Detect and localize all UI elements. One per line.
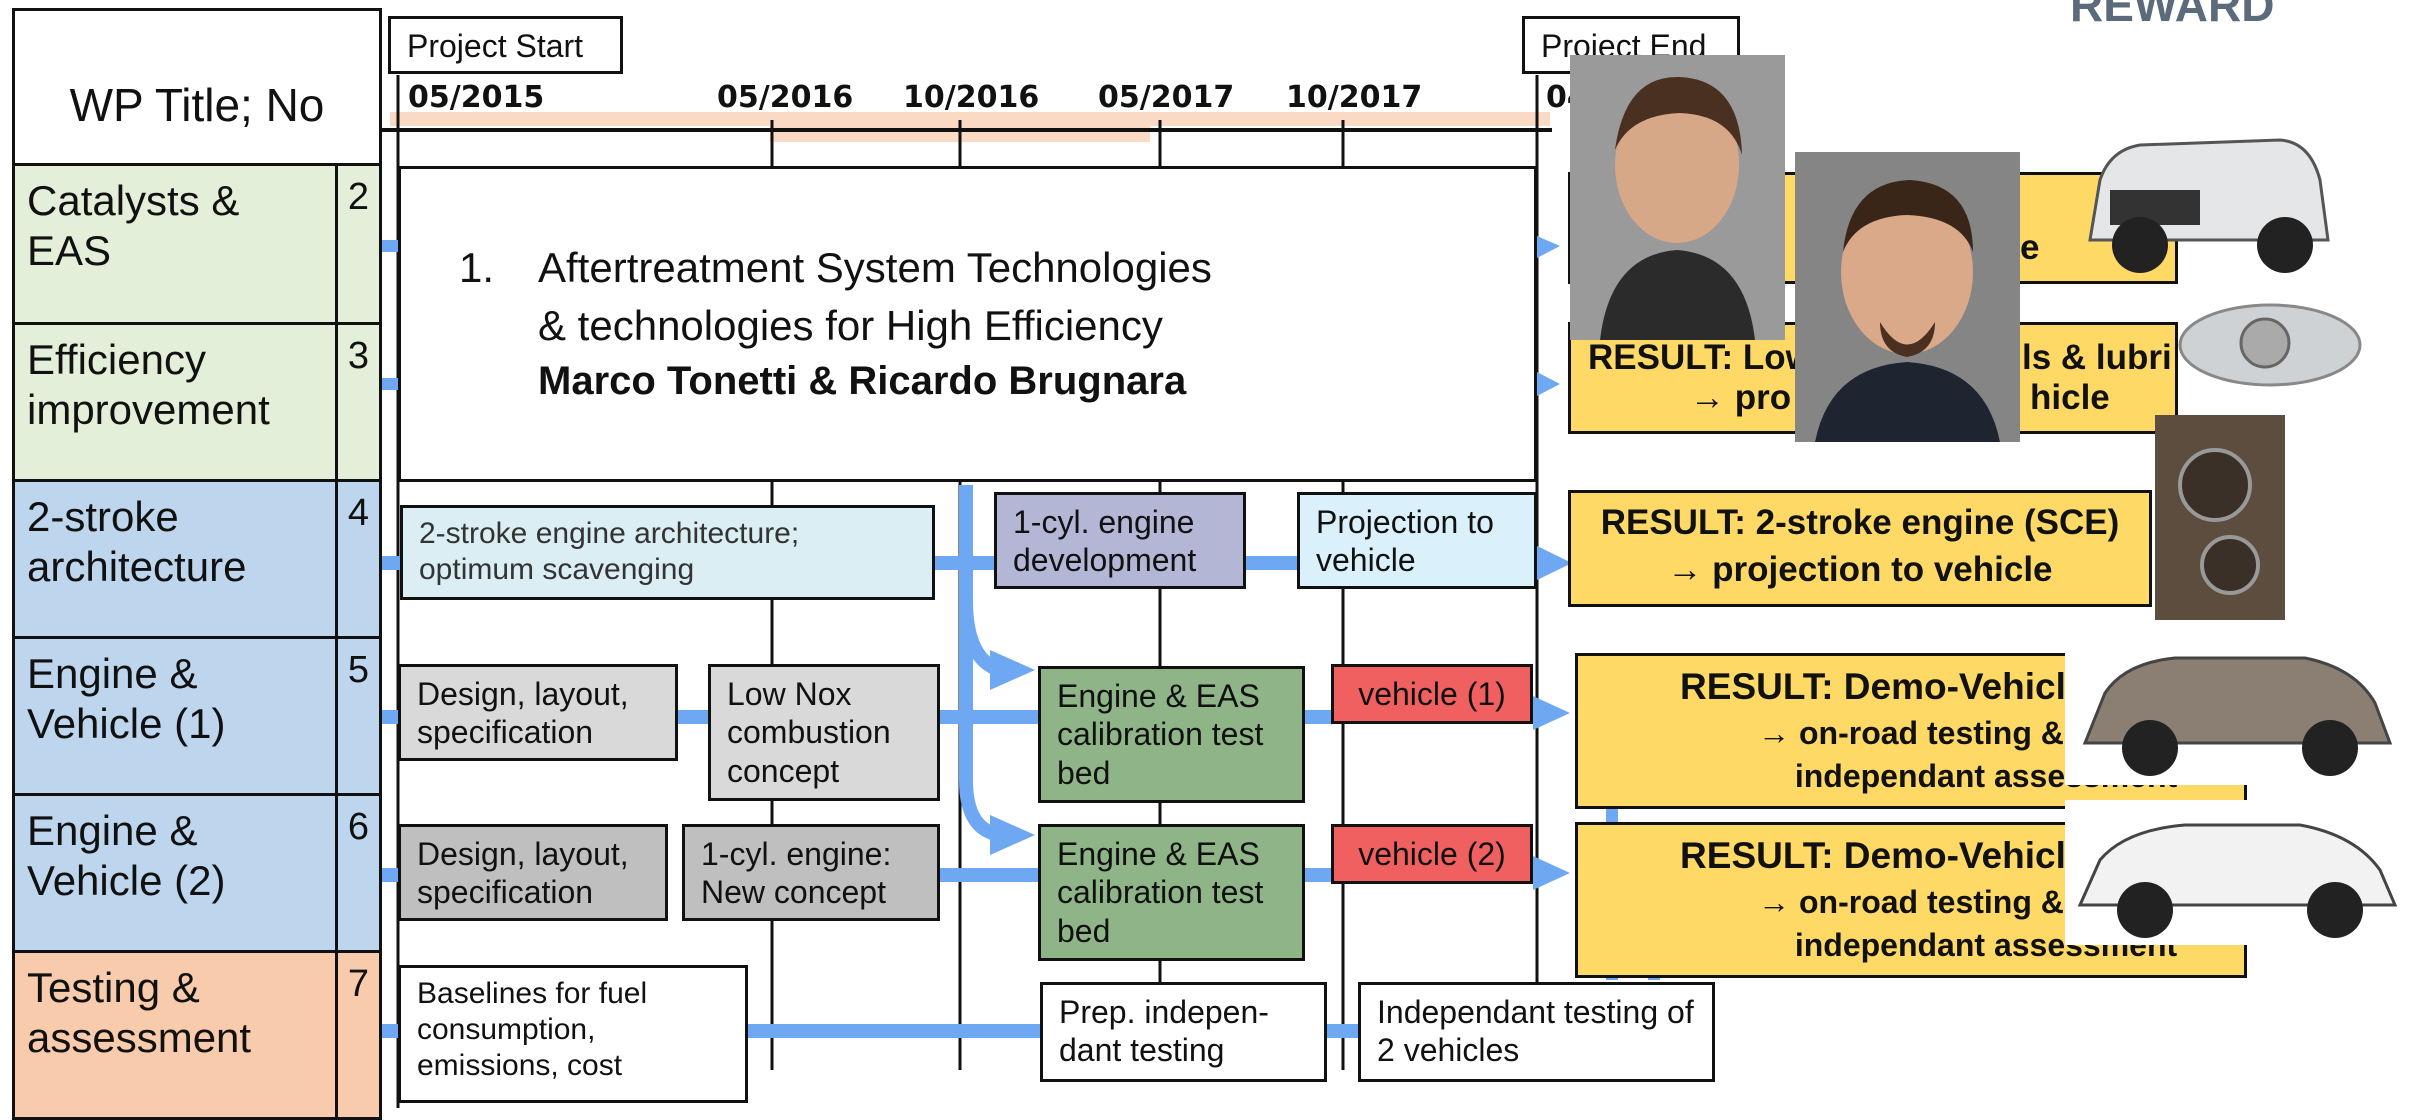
task-1cyl-development: 1-cyl. engine development [994,492,1246,589]
wp-row-number: 5 [335,636,382,796]
result-wp4-line1: RESULT: 2-stroke engine (SCE) [1600,503,2120,542]
result-wp5-line1: RESULT: Demo-Vehicle (1) [1680,666,2142,707]
arrow-wp2 [1537,236,1560,258]
wp-row-number: 2 [335,163,382,325]
wp-row-title: 2-stroke architecture [12,479,338,639]
arrow-wp6 [1533,856,1570,890]
task-engine-eas-calibration-2: Engine & EAS calibration test bed [1038,824,1305,961]
portrait-photo-1 [1570,55,1785,340]
result-wp5-line2: → on-road testing & [1758,714,2064,751]
task-baselines: Baselines for fuel consumption, emission… [398,965,748,1103]
topic-names: Marco Tonetti & Ricardo Brugnara [538,359,1187,403]
task-design-layout-1: Design, layout, specification [398,664,678,761]
wp-row-number: 7 [335,950,382,1120]
task-vehicle-2: vehicle (2) [1331,824,1533,884]
wp-row-number: 4 [335,479,382,639]
branch-arrowhead-lower [990,815,1035,855]
wp-header-text: WP Title; No [69,79,325,131]
result-wp4-line2: → projection to vehicle [1667,550,2053,590]
car-photo-1 [2070,100,2340,285]
result-wp3-right: ls & lubri [2022,338,2172,377]
task-low-nox: Low Nox combustion concept [708,664,940,801]
wp-row-title: Engine & Vehicle (1) [12,636,338,796]
project-bar [390,112,1550,126]
wp-row-title: Testing & assessment [12,950,338,1120]
arrow-wp4 [1537,546,1572,580]
wp-row-number: 6 [335,793,382,953]
task-1cyl-new-concept: 1-cyl. engine: New concept [682,824,940,921]
wp-row-title: Efficiency improvement [12,322,338,482]
result-wp4: RESULT: 2-stroke engine (SCE) → projecti… [1568,490,2152,607]
car-photo-2 [2065,623,2405,785]
result-wp6-line2: → on-road testing & [1758,883,2064,920]
project-start-label: Project Start [388,16,623,74]
task-vehicle-1: vehicle (1) [1331,664,1533,724]
topic-line-2: & technologies for High Efficiency [538,302,1163,349]
wp-row-title: Engine & Vehicle (2) [12,793,338,953]
topic-number: 1. [459,244,495,291]
date-tick: 10/2016 [903,80,1040,115]
date-tick: 10/2017 [1286,80,1423,115]
result-wp3-line2-right: hicle [2030,378,2110,417]
date-tick: 05/2016 [717,80,854,115]
topic-overlay: 1. Aftertreatment System Technologies & … [398,166,1537,482]
arrow-wp3 [1537,372,1560,396]
wp-row-title: Catalysts & EAS [12,163,338,325]
branch-arrowhead-upper [990,650,1035,690]
portrait-photo-2 [1795,152,2020,442]
task-engine-eas-calibration-1: Engine & EAS calibration test bed [1038,666,1305,803]
result-wp3-line2-left: → pro [1690,378,1792,417]
arrow-wp5 [1533,696,1570,730]
task-design-layout-2: Design, layout, specification [398,824,668,921]
car-photo-3 [2065,800,2405,945]
task-prep-testing: Prep. indepen- dant testing [1040,982,1327,1082]
result-wp6-line1: RESULT: Demo-Vehicle (2) [1680,835,2142,876]
engine-photo [2155,415,2285,620]
task-2stroke-architecture: 2-stroke engine architecture; optimum sc… [400,505,935,600]
task-projection-vehicle: Projection to vehicle [1297,492,1537,589]
topic-line-1: Aftertreatment System Technologies [538,244,1212,291]
task-independant-testing: Independant testing of 2 vehicles [1358,982,1715,1082]
date-tick: 05/2017 [1098,80,1235,115]
reward-label: REWARD [2070,0,2275,31]
result-wp2-text: e [2020,228,2040,267]
date-tick: 05/2015 [408,80,545,115]
result-wp3-left: RESULT: Low [1588,338,1813,377]
component-photo [2170,285,2365,405]
wp-row-number: 3 [335,322,382,482]
